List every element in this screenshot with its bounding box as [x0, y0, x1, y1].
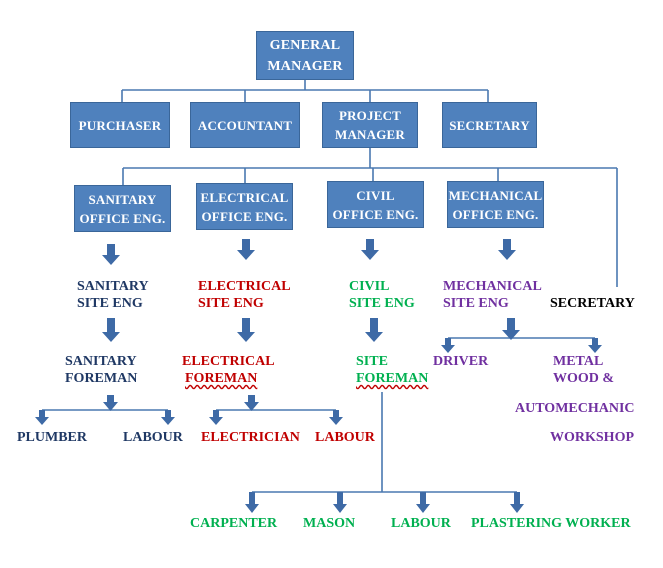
arrow-to-mason — [333, 492, 347, 513]
mason-label: MASON — [303, 516, 356, 531]
arrow-electrical-foreman-down — [244, 395, 259, 411]
arrow-to-carpenter — [245, 492, 259, 513]
sanitary-office-eng-box: SANITARY OFFICE ENG. — [74, 185, 171, 232]
project-manager-box: PROJECT MANAGER — [322, 102, 418, 148]
electrical-foreman-label-line2: FOREMAN — [185, 371, 258, 386]
arrow-to-plumber — [35, 410, 49, 425]
civil-site-eng-label: CIVIL SITE ENG — [349, 279, 415, 311]
metal-wood-label: METAL WOOD & — [553, 354, 615, 386]
arrow-sanitary-site-to-foreman — [102, 318, 120, 342]
arrow-to-civil-labour — [416, 492, 430, 513]
mechanical-office-eng-box: MECHANICAL OFFICE ENG. — [447, 181, 544, 228]
arrow-mechanical-site-down — [502, 318, 520, 340]
carpenter-label: CARPENTER — [190, 516, 278, 531]
plastering-worker-label: PLASTERING WORKER — [471, 516, 631, 531]
purchaser-box: PURCHASER — [70, 102, 170, 148]
arrow-sanitary-office-to-site — [102, 244, 120, 265]
site-foreman-label-line2: FOREMAN — [356, 371, 429, 386]
arrow-to-electrical-labour — [329, 410, 343, 425]
secretary-label: SECRETARY — [550, 296, 635, 311]
electrician-label: ELECTRICIAN — [201, 430, 300, 445]
arrow-civil-site-to-foreman — [365, 318, 383, 342]
sanitary-site-eng-label: SANITARY SITE ENG — [77, 279, 149, 311]
civil-labour-label: LABOUR — [391, 516, 451, 531]
arrow-civil-office-to-site — [361, 239, 379, 260]
arrow-mechanical-office-to-site — [498, 239, 516, 260]
arrow-sanitary-foreman-down — [103, 395, 118, 411]
accountant-box: ACCOUNTANT — [190, 102, 300, 148]
arrow-to-plastering-worker — [510, 492, 524, 513]
automechanic-label: AUTOMECHANIC — [515, 401, 635, 416]
arrow-to-sanitary-labour — [161, 410, 175, 425]
electrical-labour-label: LABOUR — [315, 430, 375, 445]
arrow-to-driver — [441, 338, 455, 353]
mechanical-site-eng-label: MECHANICAL SITE ENG — [443, 279, 542, 311]
site-foreman-label-line1: SITE — [356, 354, 388, 369]
civil-office-eng-box: CIVIL OFFICE ENG. — [327, 181, 424, 228]
arrow-electrical-office-to-site — [237, 239, 255, 260]
secretary-box: SECRETARY — [442, 102, 537, 148]
sanitary-foreman-label: SANITARY FOREMAN — [65, 354, 138, 386]
electrical-site-eng-label: ELECTRICAL SITE ENG — [198, 279, 291, 311]
plumber-label: PLUMBER — [17, 430, 87, 445]
sanitary-labour-label: LABOUR — [123, 430, 183, 445]
arrow-electrical-site-to-foreman — [237, 318, 255, 342]
electrical-foreman-label-line1: ELECTRICAL — [182, 354, 275, 369]
workshop-label: WORKSHOP — [550, 430, 635, 445]
driver-label: DRIVER — [433, 354, 489, 369]
arrow-to-metal-wood — [588, 338, 602, 353]
electrical-office-eng-box: ELECTRICAL OFFICE ENG. — [196, 183, 293, 230]
arrow-to-electrician — [209, 410, 223, 425]
general-manager-box: GENERAL MANAGER — [256, 31, 354, 80]
